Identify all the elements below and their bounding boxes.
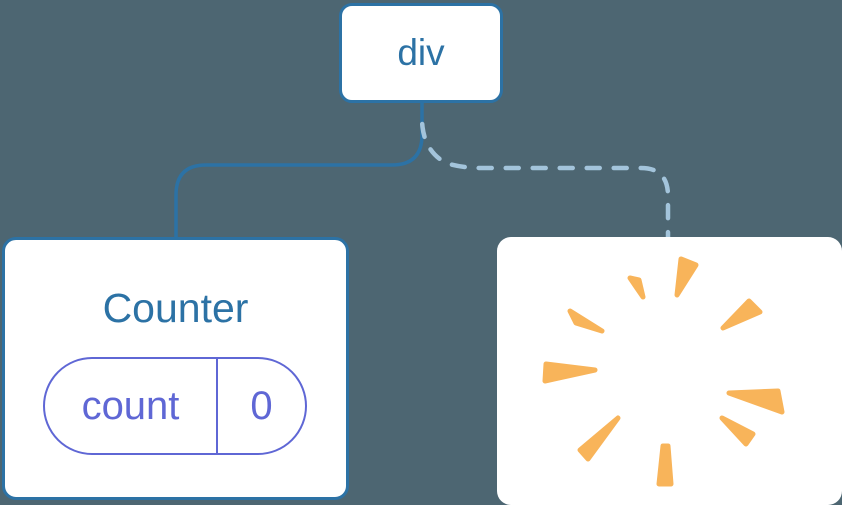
root-node-label: div (397, 32, 445, 73)
solid-edge-to-counter (174, 101, 424, 239)
state-pill: count 0 (43, 357, 307, 455)
root-node-div: div (339, 3, 503, 103)
poof-starburst-icon (542, 256, 785, 487)
counter-card-title: Counter (102, 285, 249, 331)
state-pill-value: 0 (250, 383, 273, 428)
counter-card: Counter count 0 (2, 237, 349, 500)
removed-card (497, 237, 842, 505)
dashed-edge-to-removed (419, 115, 671, 242)
poof-wedges (542, 256, 785, 487)
state-pill-key: count (45, 359, 218, 453)
